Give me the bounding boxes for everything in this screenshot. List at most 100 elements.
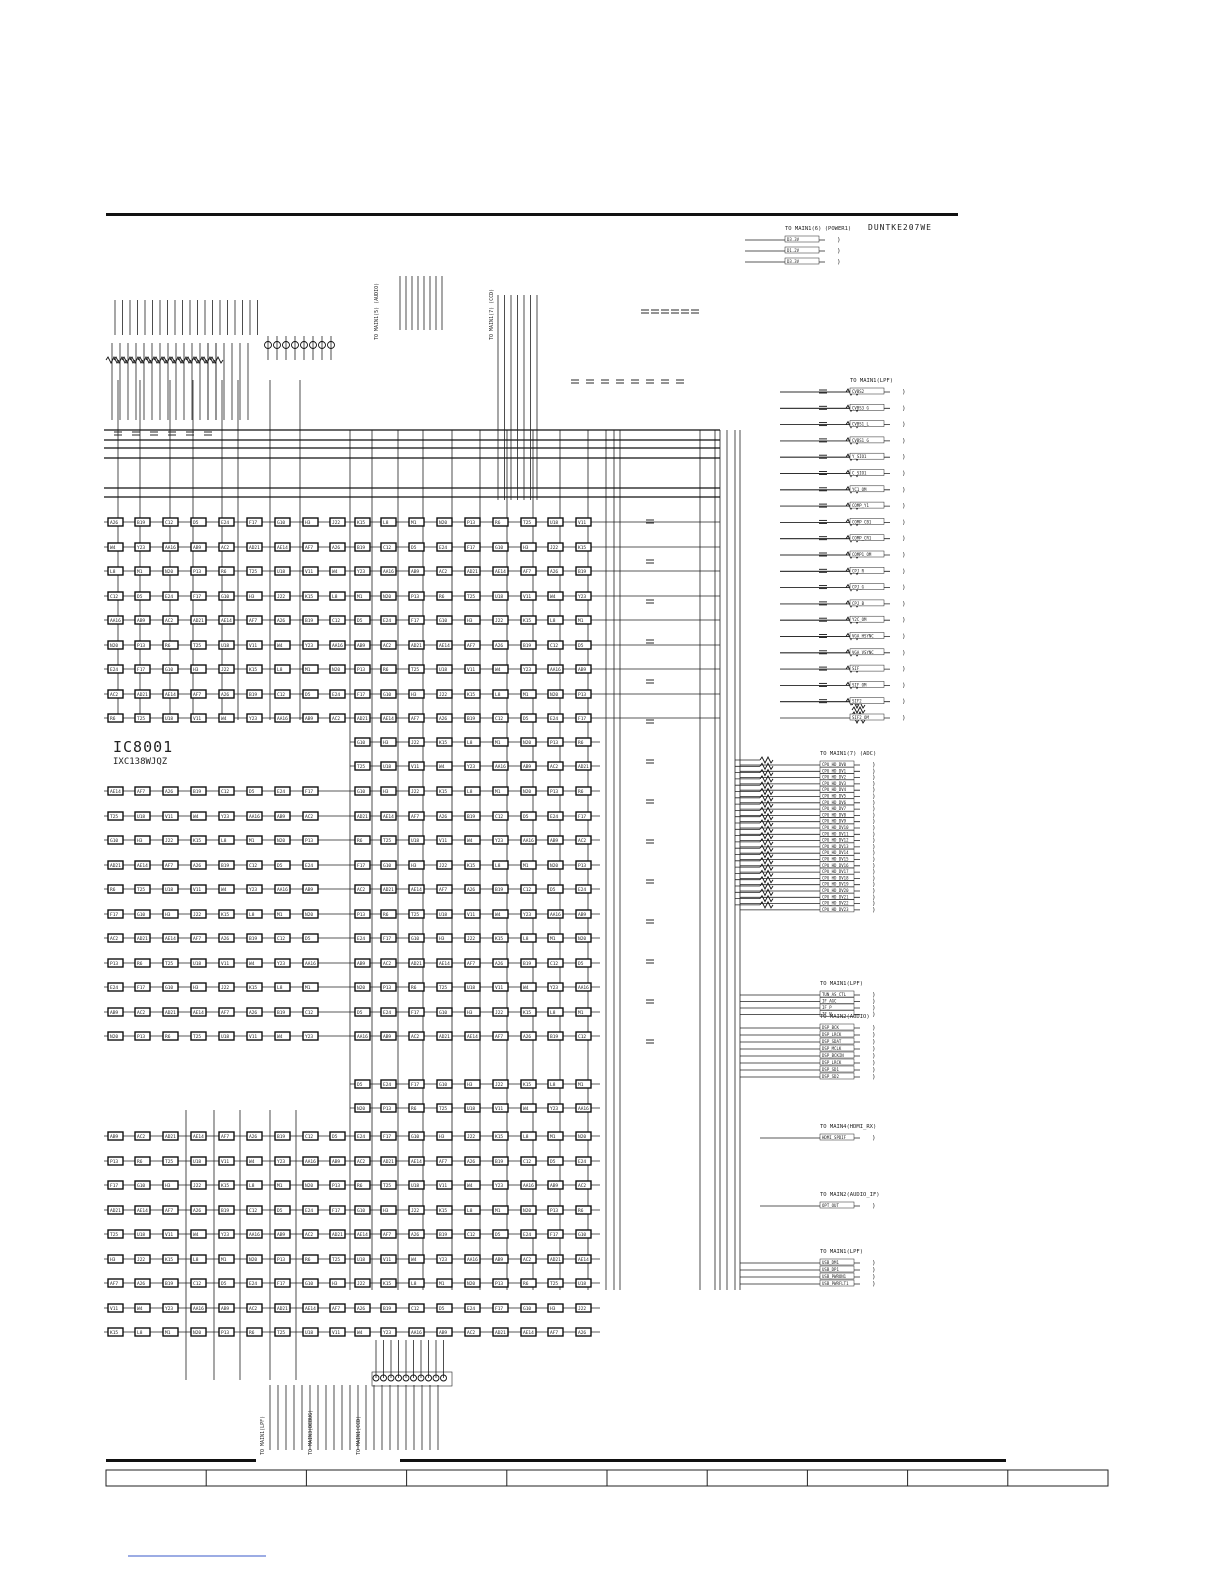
- net-label: Y2C_OM: [852, 617, 867, 622]
- bga-ball: L8: [520, 1131, 537, 1141]
- svg-text:AC2: AC2: [467, 1330, 475, 1336]
- svg-text:): ): [902, 503, 906, 510]
- svg-text:AF7: AF7: [221, 1134, 229, 1140]
- svg-text:C12: C12: [411, 1306, 419, 1312]
- connector-title: TO MAIN4(HDMI_RX): [820, 1124, 876, 1130]
- bga-ball: R6: [408, 1103, 425, 1113]
- svg-text:V11: V11: [439, 1183, 447, 1189]
- svg-text:P13: P13: [578, 692, 586, 698]
- svg-text:K15: K15: [221, 912, 229, 918]
- bga-ball: AB9: [274, 1229, 291, 1239]
- resistor: [177, 355, 192, 365]
- bga-ball: G10: [302, 1278, 319, 1288]
- net-label: VGA_HSYNC: [852, 634, 874, 639]
- svg-text:AD21: AD21: [137, 692, 148, 698]
- svg-text:W4: W4: [523, 985, 529, 991]
- bga-ball: AC2: [107, 933, 124, 943]
- bga-ball: AB9: [575, 664, 592, 674]
- bga-ball: A26: [520, 1031, 537, 1041]
- svg-text:U18: U18: [193, 961, 201, 967]
- svg-text:U18: U18: [277, 569, 285, 575]
- resistor-network-node: [417, 1374, 425, 1382]
- svg-text:M1: M1: [523, 863, 529, 869]
- net-label: USB_DM1: [822, 1260, 839, 1265]
- resistor: [169, 355, 184, 365]
- bga-ball: AE14: [302, 1303, 319, 1313]
- svg-text:T25: T25: [277, 1330, 285, 1336]
- bga-ball: AC2: [354, 1156, 371, 1166]
- resistor: [193, 355, 208, 365]
- net-label: CPU_HD_DV9: [822, 819, 847, 824]
- svg-text:M1: M1: [523, 692, 529, 698]
- bga-ball: AF7: [162, 860, 179, 870]
- svg-text:J22: J22: [467, 936, 475, 942]
- bga-ball: E24: [464, 1303, 481, 1313]
- svg-text:D5: D5: [332, 1134, 338, 1140]
- bga-ball: Y23: [246, 884, 263, 894]
- svg-text:N20: N20: [523, 740, 531, 746]
- svg-text:N20: N20: [383, 594, 391, 600]
- bga-ball: F17: [274, 1278, 291, 1288]
- bga-ball: AB9: [107, 1131, 124, 1141]
- svg-text:U18: U18: [439, 912, 447, 918]
- svg-text:AD21: AD21: [137, 936, 148, 942]
- bga-ball: AB9: [329, 1156, 346, 1166]
- svg-text:F17: F17: [332, 1208, 340, 1214]
- bottom-connector-title: TO MAIN1(LPF): [260, 1416, 266, 1455]
- bga-ball: W4: [246, 1156, 263, 1166]
- bga-ball: K15: [162, 1254, 179, 1264]
- resistor: [759, 755, 774, 765]
- bga-ball: F17: [329, 1205, 346, 1215]
- svg-text:G10: G10: [357, 1208, 365, 1214]
- net-label: COMP_CB1: [852, 519, 872, 524]
- resistor-network-node: [440, 1374, 447, 1382]
- svg-text:J22: J22: [495, 1010, 503, 1016]
- svg-text:AE14: AE14: [439, 961, 450, 967]
- bga-ball: Y23: [302, 640, 319, 650]
- bga-ball: J22: [329, 517, 346, 527]
- svg-text:J22: J22: [439, 692, 447, 698]
- bga-ball: AF7: [107, 1278, 124, 1288]
- bga-ball: R6: [107, 713, 124, 723]
- svg-text:): ): [872, 787, 876, 794]
- bga-ball: AC2: [575, 1180, 592, 1190]
- svg-text:B19: B19: [221, 1208, 229, 1214]
- svg-text:AD21: AD21: [249, 545, 260, 551]
- bga-ball: V11: [464, 909, 481, 919]
- svg-text:K15: K15: [523, 1010, 531, 1016]
- svg-text:AF7: AF7: [305, 545, 313, 551]
- capacitor: [631, 379, 639, 384]
- svg-text:G10: G10: [137, 912, 145, 918]
- bga-ball: H3: [107, 1254, 124, 1264]
- svg-text:K15: K15: [467, 692, 475, 698]
- svg-text:C12: C12: [110, 594, 118, 600]
- bga-ball: H3: [464, 615, 481, 625]
- bga-ball: AE14: [162, 933, 179, 943]
- title-block: [105, 1469, 1109, 1487]
- svg-text:D5: D5: [578, 961, 584, 967]
- capacitor: [114, 431, 122, 436]
- bga-ball: E24: [520, 1229, 537, 1239]
- capacitor: [204, 431, 212, 436]
- svg-text:AF7: AF7: [383, 1232, 391, 1238]
- svg-text:U18: U18: [357, 1257, 365, 1263]
- bga-ball: AE14: [575, 1254, 592, 1264]
- svg-text:AB9: AB9: [495, 1257, 503, 1263]
- net-label: CPU_HD_DV14: [822, 850, 849, 855]
- bga-ball: R6: [436, 591, 453, 601]
- svg-text:D5: D5: [277, 1208, 283, 1214]
- net-label: YC1_OM: [852, 487, 867, 492]
- net-label: DSP_MCLK: [822, 1046, 842, 1051]
- svg-text:P13: P13: [467, 520, 475, 526]
- bga-ball: AB9: [274, 811, 291, 821]
- capacitor: [150, 431, 158, 436]
- connector-title: TO MAIN2(AUDIO): [820, 1014, 870, 1020]
- svg-text:A26: A26: [165, 789, 173, 795]
- bga-ball: F17: [547, 1229, 564, 1239]
- connector-title: TO MAIN1(LPF): [820, 1249, 863, 1255]
- bga-ball: L8: [134, 1327, 151, 1337]
- svg-text:A26: A26: [137, 1281, 145, 1287]
- svg-text:R6: R6: [110, 887, 116, 893]
- bga-ball: D5: [329, 1131, 346, 1141]
- svg-text:): ): [902, 682, 906, 689]
